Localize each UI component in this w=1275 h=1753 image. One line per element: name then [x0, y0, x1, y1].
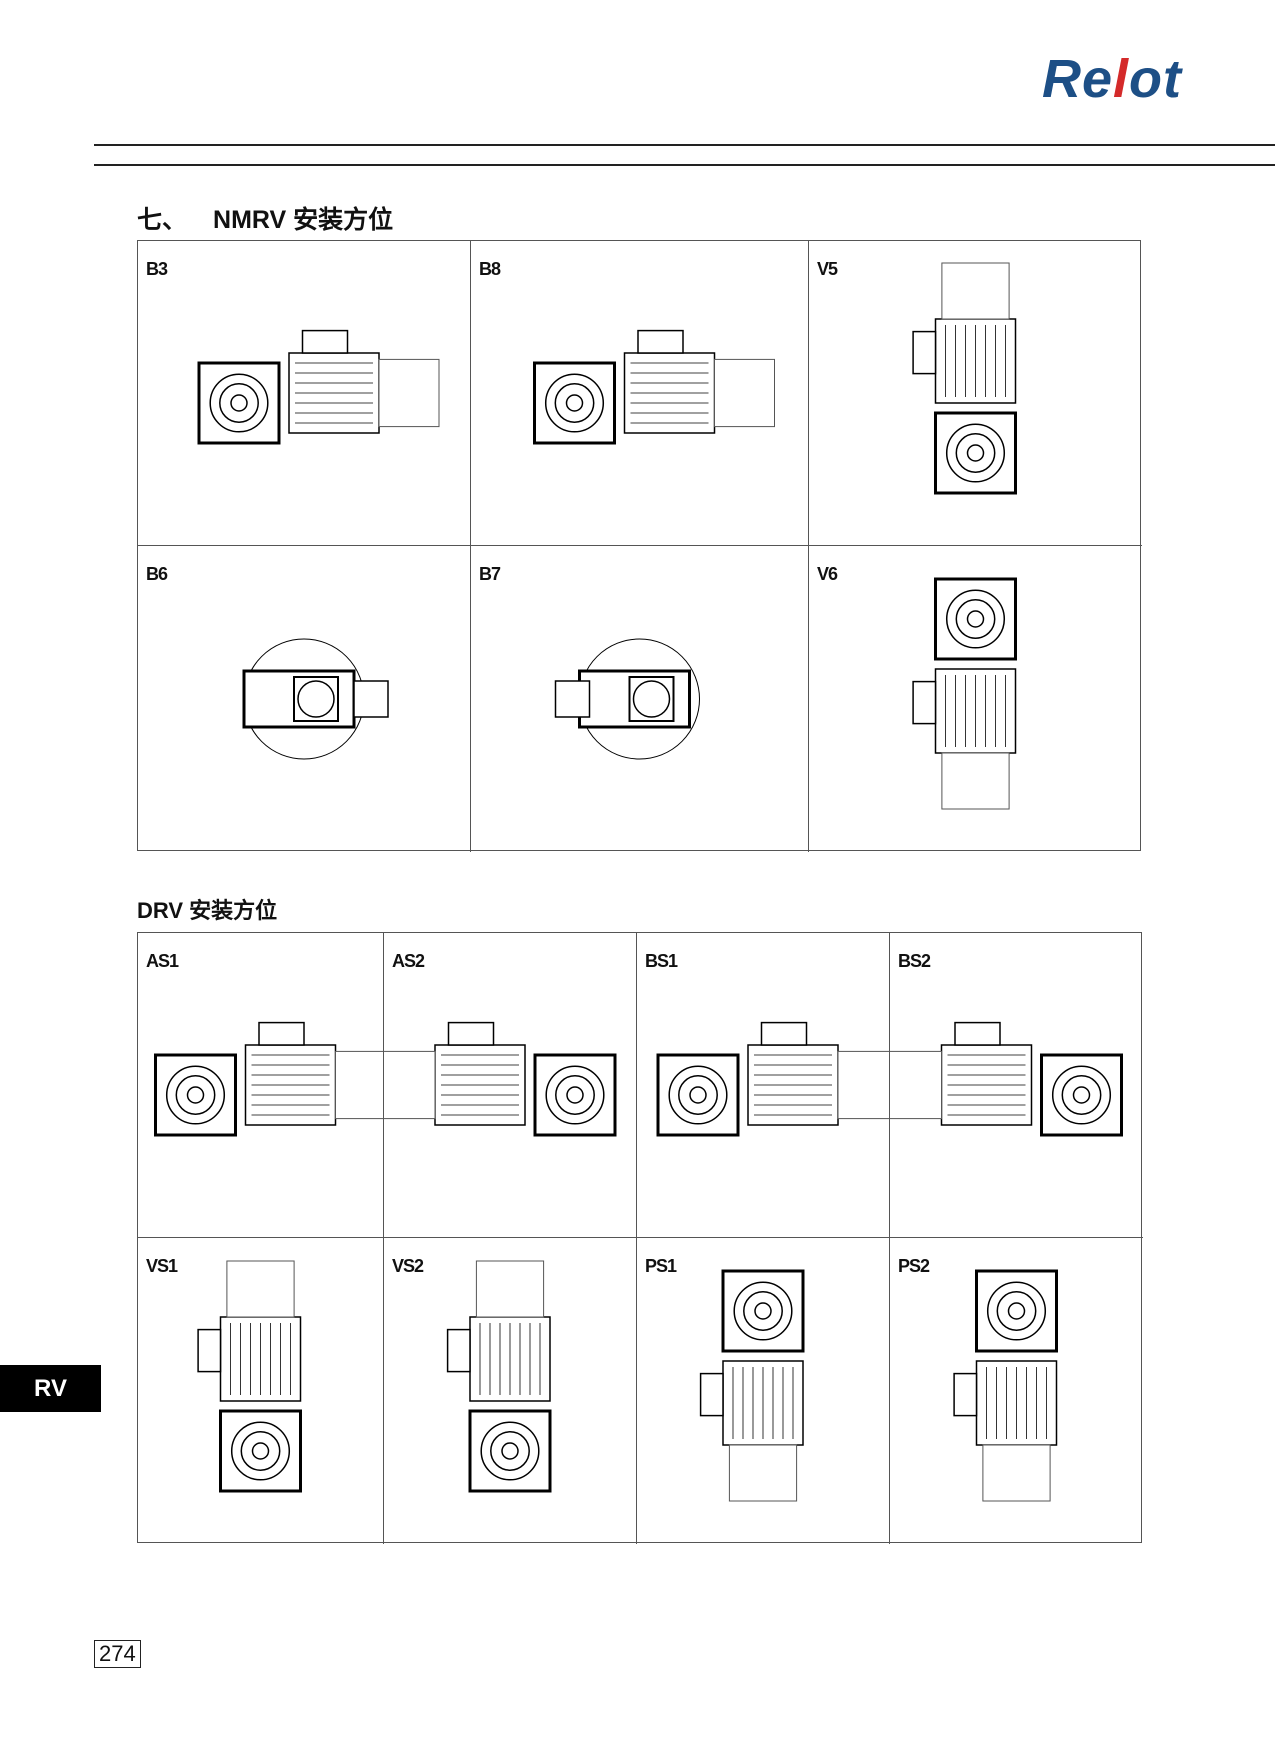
drv-cell-ps2: PS2 [890, 1238, 1143, 1544]
motor-vertical-down-drawing [699, 1269, 805, 1502]
mounting-illustration [699, 1269, 805, 1502]
mounting-illustration [533, 329, 775, 445]
cell-label: B6 [146, 564, 168, 584]
cell-label: B3 [146, 259, 168, 279]
drv-cell-bs2: BS2 [890, 933, 1143, 1238]
drv-cell-as2: AS2 [384, 933, 637, 1238]
drv-cell-vs1: VS1 [138, 1238, 384, 1544]
mounting-illustration [912, 262, 1017, 495]
cell-label: PS2 [898, 1256, 930, 1276]
motor-vertical-up-drawing [197, 1260, 302, 1493]
section2-title: DRV 安装方位 [137, 898, 278, 923]
nmrv-mounting-grid: B3 B8 V5 B6 B7 V6 [137, 240, 1142, 852]
mounting-illustration [912, 577, 1017, 810]
mounting-illustration [446, 1260, 552, 1493]
motor-horizontal-right-drawing [197, 329, 440, 445]
nmrv-cell-b8: B8 [471, 241, 809, 546]
section1-number: 七、 [137, 206, 188, 234]
mounting-illustration [242, 638, 389, 760]
cell-label: BS1 [645, 951, 678, 971]
mounting-illustration [890, 1021, 1123, 1137]
motor-vertical-down-drawing [953, 1269, 1058, 1502]
gearbox-side-view-mirrored-drawing [554, 638, 700, 760]
cell-label: PS1 [645, 1256, 677, 1276]
motor-horizontal-left-drawing [890, 1021, 1123, 1137]
cell-label: VS1 [146, 1256, 178, 1276]
cell-label: B8 [479, 259, 501, 279]
mounting-illustration [656, 1021, 889, 1137]
drv-cell-vs2: VS2 [384, 1238, 637, 1544]
drv-cell-ps1: PS1 [637, 1238, 890, 1544]
cell-label: AS2 [392, 951, 425, 971]
cell-label: VS2 [392, 1256, 424, 1276]
section1-title: NMRV 安装方位 [213, 206, 394, 234]
cell-label: AS1 [146, 951, 179, 971]
cell-label: V5 [817, 259, 838, 279]
nmrv-cell-v5: V5 [809, 241, 1142, 546]
nmrv-cell-v6: V6 [809, 546, 1142, 852]
section1-heading: 七、 NMRV 安装方位 [137, 200, 393, 236]
nmrv-cell-b6: B6 [138, 546, 471, 852]
mounting-illustration [197, 329, 440, 445]
mounting-illustration [384, 1021, 617, 1137]
cell-label: B7 [479, 564, 501, 584]
motor-vertical-up-drawing [446, 1260, 552, 1493]
header-rule-bottom [94, 164, 1275, 166]
side-tab: RV [0, 1365, 101, 1412]
drv-cell-as1: AS1 [138, 933, 384, 1238]
cell-label: V6 [817, 564, 838, 584]
nmrv-cell-b3: B3 [138, 241, 471, 546]
mounting-illustration [953, 1269, 1058, 1502]
drv-cell-bs1: BS1 [637, 933, 890, 1238]
motor-horizontal-right-drawing [656, 1021, 889, 1137]
cell-label: BS2 [898, 951, 931, 971]
mounting-illustration [554, 638, 700, 760]
motor-horizontal-left-drawing [384, 1021, 617, 1137]
nmrv-cell-b7: B7 [471, 546, 809, 852]
page-number: 274 [94, 1640, 141, 1668]
motor-vertical-down-drawing [912, 577, 1017, 810]
motor-horizontal-right-drawing [533, 329, 775, 445]
motor-horizontal-right-drawing [154, 1021, 383, 1137]
gearbox-side-view-drawing [242, 638, 389, 760]
brand-logo: Relot [1042, 49, 1183, 109]
mounting-illustration [154, 1021, 383, 1137]
section2-heading: DRV 安装方位 [137, 893, 277, 925]
mounting-illustration [197, 1260, 302, 1493]
header-rule-top [94, 144, 1275, 146]
drv-mounting-grid: AS1 AS2 BS1 BS2 VS1 VS2 PS1 PS2 [137, 932, 1143, 1544]
motor-vertical-up-drawing [912, 262, 1017, 495]
